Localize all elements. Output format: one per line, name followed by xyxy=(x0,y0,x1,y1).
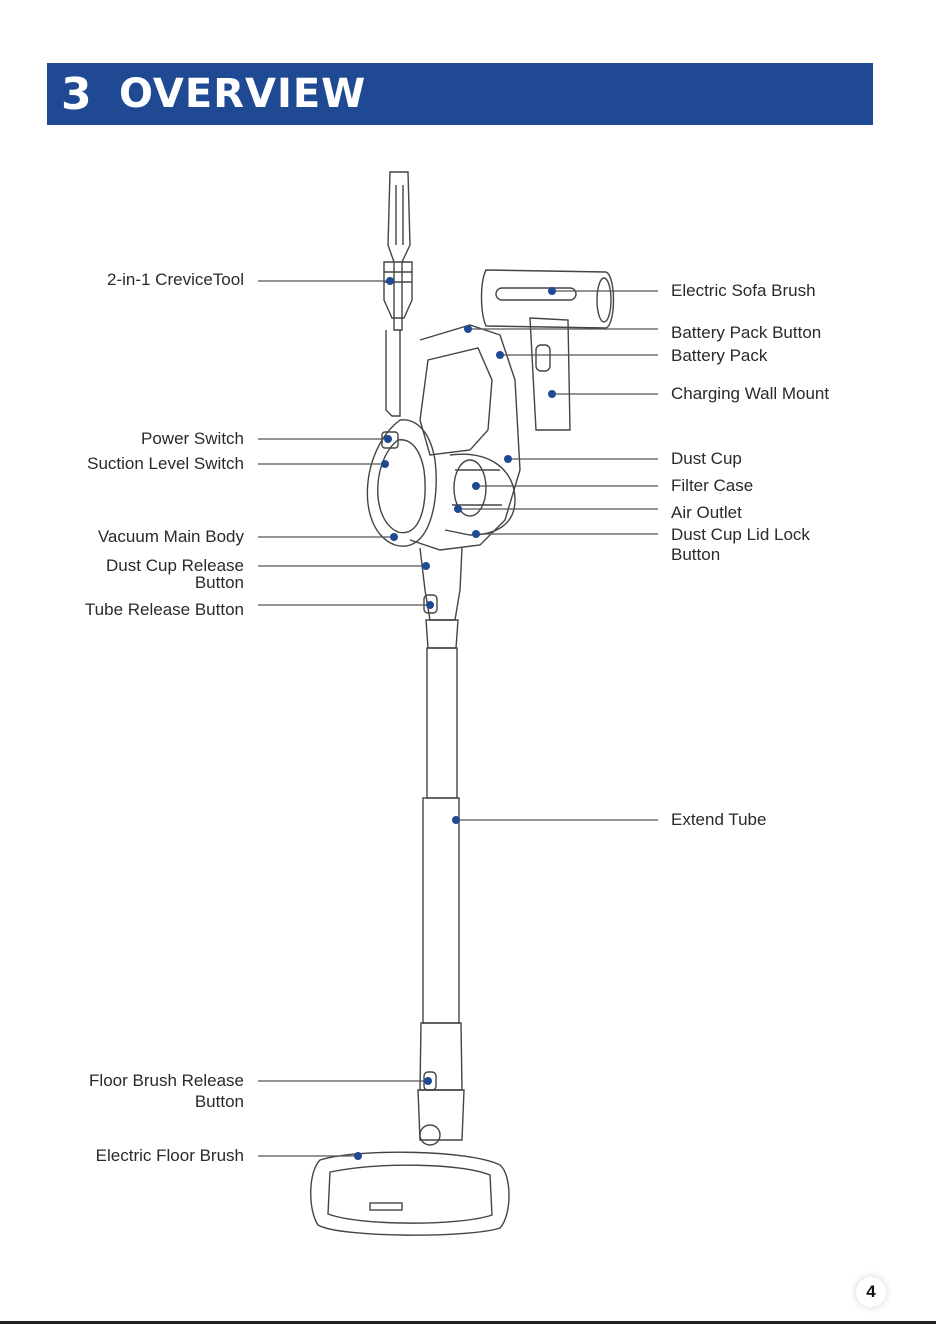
label-charging-wall-mount: Charging Wall Mount xyxy=(671,384,830,403)
label-floor-brush-release-line2: Button xyxy=(194,1092,244,1111)
label-tube-release-button: Tube Release Button xyxy=(84,600,244,619)
label-dust-cup-release-line2: Button xyxy=(194,573,244,592)
label-battery-pack: Battery Pack xyxy=(671,346,768,365)
callout-dots xyxy=(354,277,556,1160)
page-number: 4 xyxy=(856,1277,886,1307)
bottom-rule xyxy=(0,1321,936,1324)
label-air-outlet: Air Outlet xyxy=(671,503,742,522)
section-number: 3 xyxy=(61,68,92,120)
label-filter-case: Filter Case xyxy=(671,476,754,495)
vacuum-illustration xyxy=(310,171,615,1236)
label-electric-floor-brush: Electric Floor Brush xyxy=(95,1146,244,1165)
label-suction-level-switch: Suction Level Switch xyxy=(87,454,244,473)
label-extend-tube: Extend Tube xyxy=(671,810,767,829)
label-floor-brush-release-line1: Floor Brush Release xyxy=(89,1071,244,1090)
label-power-switch: Power Switch xyxy=(141,429,244,448)
label-crevice-tool: 2-in-1 CreviceTool xyxy=(107,270,244,289)
label-dust-cup-lid-lock-line1: Dust Cup Lid Lock xyxy=(671,525,810,544)
label-dust-cup-release-line1: Dust Cup Release xyxy=(106,556,244,575)
label-vacuum-main-body: Vacuum Main Body xyxy=(97,527,244,546)
section-title: OVERVIEW xyxy=(119,71,367,117)
label-battery-pack-button: Battery Pack Button xyxy=(671,323,822,342)
label-dust-cup: Dust Cup xyxy=(671,449,742,468)
label-electric-sofa-brush: Electric Sofa Brush xyxy=(671,281,816,300)
label-dust-cup-lid-lock-line2: Button xyxy=(671,545,721,564)
section-header: 3 OVERVIEW xyxy=(47,63,873,125)
leader-lines xyxy=(258,280,658,1157)
